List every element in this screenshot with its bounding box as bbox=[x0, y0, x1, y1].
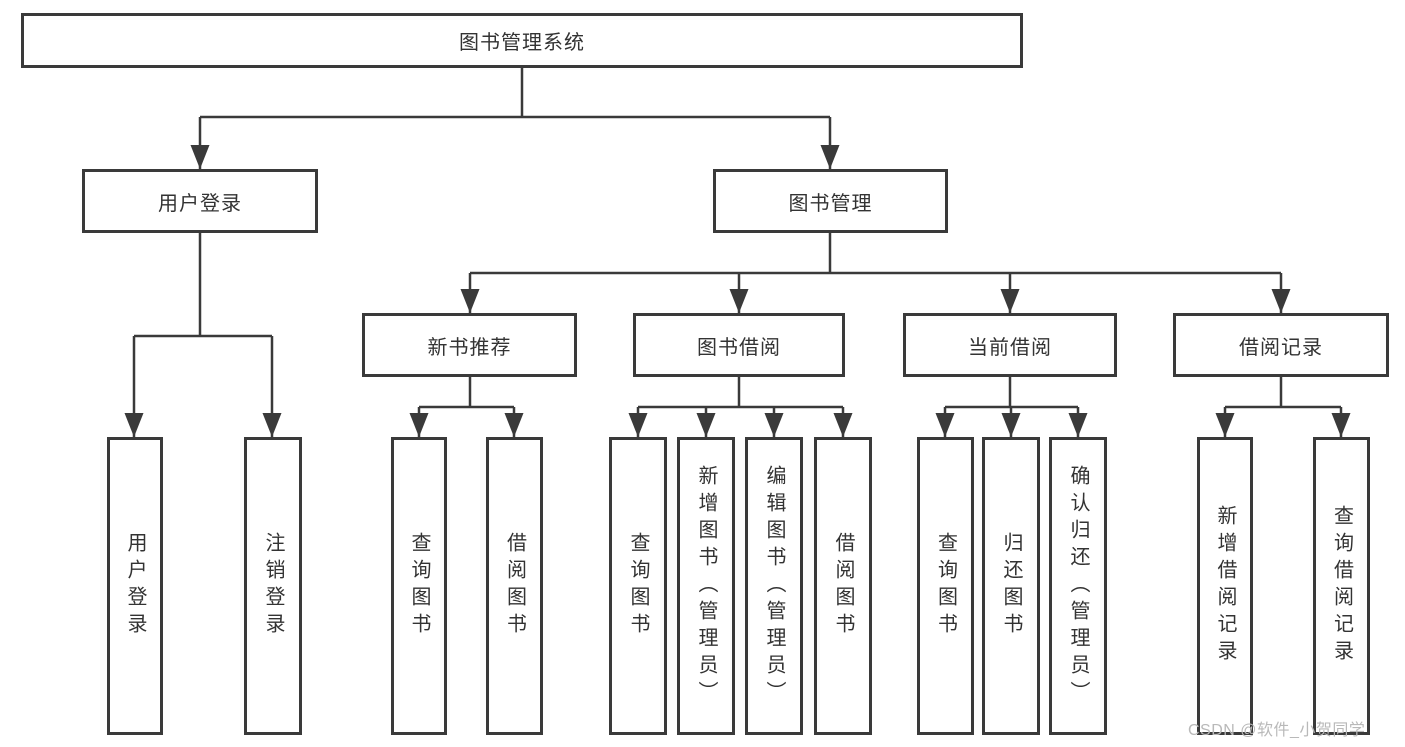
leaf-query-books-borrowing: 查询图书 bbox=[609, 437, 667, 735]
leaf-query-books-borrowing-label: 查询图书 bbox=[627, 532, 649, 640]
leaf-query-books-current: 查询图书 bbox=[917, 437, 974, 735]
node-book-management-label: 图书管理 bbox=[788, 192, 873, 215]
leaf-user-login: 用户登录 bbox=[107, 437, 163, 735]
connectors-book-management-children bbox=[460, 233, 1291, 313]
leaf-add-borrow-record: 新增借阅记录 bbox=[1197, 437, 1253, 735]
node-new-book-recommend: 新书推荐 bbox=[362, 313, 577, 377]
leaf-query-books-recommend-label: 查询图书 bbox=[408, 532, 430, 640]
leaf-query-books-recommend: 查询图书 bbox=[391, 437, 447, 735]
leaf-edit-book-admin: 编辑图书（管理员） bbox=[745, 437, 803, 735]
node-user-login-label: 用户登录 bbox=[158, 192, 242, 215]
leaf-add-borrow-record-label: 新增借阅记录 bbox=[1214, 505, 1236, 667]
leaf-add-book-admin-label: 新增图书（管理员） bbox=[695, 464, 717, 708]
leaf-borrow-books-recommend: 借阅图书 bbox=[486, 437, 543, 735]
leaf-return-books-label: 归还图书 bbox=[1000, 532, 1022, 640]
leaf-borrow-books-borrowing: 借阅图书 bbox=[814, 437, 872, 735]
connectors-book-borrowing-children bbox=[628, 377, 853, 437]
leaf-logout-label: 注销登录 bbox=[262, 532, 284, 640]
node-root-label: 图书管理系统 bbox=[459, 32, 585, 54]
node-current-borrowing-label: 当前借阅 bbox=[968, 336, 1052, 359]
leaf-edit-book-admin-label: 编辑图书（管理员） bbox=[763, 464, 785, 708]
node-root: 图书管理系统 bbox=[21, 13, 1023, 68]
leaf-confirm-return-admin-label: 确认归还（管理员） bbox=[1067, 464, 1089, 708]
watermark: CSDN @软件_小贺同学 bbox=[1188, 722, 1366, 739]
leaf-add-book-admin: 新增图书（管理员） bbox=[677, 437, 735, 735]
connectors-current-borrowing-children bbox=[935, 377, 1088, 437]
leaf-confirm-return-admin: 确认归还（管理员） bbox=[1049, 437, 1107, 735]
node-new-book-recommend-label: 新书推荐 bbox=[427, 336, 512, 359]
leaf-borrow-books-recommend-label: 借阅图书 bbox=[503, 532, 526, 640]
node-book-borrowing-label: 图书借阅 bbox=[697, 336, 781, 359]
leaf-logout: 注销登录 bbox=[244, 437, 302, 735]
node-borrow-records-label: 借阅记录 bbox=[1239, 336, 1323, 359]
connectors-root-to-level2 bbox=[190, 68, 840, 169]
node-borrow-records: 借阅记录 bbox=[1173, 313, 1389, 377]
node-current-borrowing: 当前借阅 bbox=[903, 313, 1117, 377]
connectors-new-book-recommend-children bbox=[409, 377, 524, 437]
node-book-management: 图书管理 bbox=[713, 169, 948, 233]
node-user-login: 用户登录 bbox=[82, 169, 318, 233]
leaf-query-books-current-label: 查询图书 bbox=[934, 532, 957, 640]
leaf-query-borrow-record-label: 查询借阅记录 bbox=[1330, 505, 1353, 667]
leaf-user-login-label: 用户登录 bbox=[124, 532, 146, 640]
leaf-borrow-books-borrowing-label: 借阅图书 bbox=[832, 532, 854, 640]
leaf-query-borrow-record: 查询借阅记录 bbox=[1313, 437, 1370, 735]
leaf-return-books: 归还图书 bbox=[982, 437, 1040, 735]
connectors-borrow-records-children bbox=[1215, 377, 1351, 437]
node-book-borrowing: 图书借阅 bbox=[633, 313, 845, 377]
connectors-user-login-children bbox=[124, 233, 282, 437]
